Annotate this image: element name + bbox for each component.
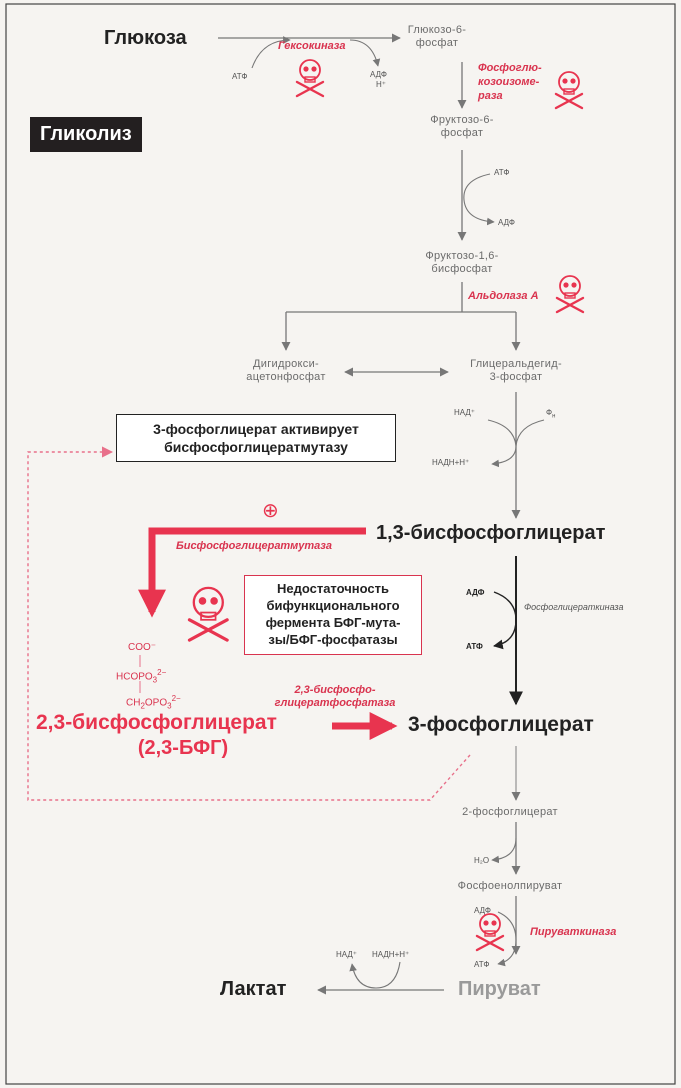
frame-border bbox=[5, 3, 676, 1085]
metabolite-g6p: Глюкозо-6- фосфат bbox=[407, 24, 467, 49]
structure-opo-mid: OPO bbox=[144, 697, 168, 709]
enzyme-hexokinase: Гексокиназа bbox=[278, 40, 346, 52]
skull-icon-4 bbox=[187, 586, 229, 642]
skull-icon-3 bbox=[555, 275, 585, 314]
pi-curve-in bbox=[515, 419, 545, 447]
deficiency-note-box: Недостаточность бифункционального фермен… bbox=[244, 575, 422, 655]
structure-hcopo-sup: 2− bbox=[157, 668, 167, 677]
atp-loop-in bbox=[251, 36, 291, 69]
enzyme-pgi: Фосфоглю- козоизоме- раза bbox=[478, 62, 542, 102]
cofactor-nad-2: НАД⁺ bbox=[336, 950, 358, 959]
structure-hcopo-sub: 3 bbox=[152, 675, 158, 685]
nadh-curve-out bbox=[491, 445, 517, 468]
activation-note-box: 3-фосфоглицерат активирует бисфосфоглице… bbox=[116, 414, 396, 463]
enzyme-pgk: Фосфоглицераткиназа bbox=[524, 602, 624, 612]
mutase-arrow bbox=[138, 527, 366, 618]
metabolite-pep: Фосфоенолпируват bbox=[457, 880, 563, 892]
metabolite-23bpg-abbr: (2,3-БФГ) bbox=[137, 737, 229, 759]
metabolite-23bpg: 2,3-бисфосфоглицерат bbox=[36, 711, 277, 734]
skull-icon-1 bbox=[295, 59, 325, 98]
structure-ch-sub: 2 bbox=[140, 701, 145, 711]
metabolite-glucose: Глюкоза bbox=[104, 27, 187, 49]
metabolite-f6p: Фруктозо-6- фосфат bbox=[430, 114, 494, 139]
cofactor-atp-1: АТФ bbox=[232, 72, 248, 81]
cofactor-nad-1: НАД⁺ bbox=[454, 408, 476, 417]
metabolite-lactate: Лактат bbox=[220, 978, 287, 1000]
structure-opo-sub: 3 bbox=[167, 701, 172, 711]
cofactor-hplus-1: Н⁺ bbox=[376, 80, 386, 89]
page-title: Гликолиз bbox=[30, 117, 142, 152]
cofactor-atp-2: АТФ bbox=[494, 168, 510, 177]
metabolite-dhap: Дигидрокси- ацетонфосфат bbox=[246, 358, 326, 383]
structure-opo-sup: 2− bbox=[171, 694, 181, 703]
cofactor-adp-2: АДФ bbox=[498, 218, 515, 227]
cofactor-nadh-2: НАДН+Н⁺ bbox=[372, 950, 410, 959]
structure-ch-base: CH bbox=[126, 697, 141, 709]
pi-sub: н bbox=[552, 413, 556, 420]
metabolite-3pg: 3-фосфоглицерат bbox=[408, 713, 594, 736]
enzyme-bpg-phosphatase: 2,3-бисфосфо- глицератфосфатаза bbox=[274, 684, 396, 710]
cofactor-adp-4: АДФ bbox=[474, 906, 491, 915]
metabolite-2pg: 2-фосфоглицерат bbox=[462, 806, 558, 818]
enzyme-bpg-mutase: Бисфосфоглицератмутаза bbox=[176, 540, 332, 552]
cofactor-h2o: Н₂О bbox=[474, 856, 490, 865]
enzyme-aldolase: Альдолаза А bbox=[468, 290, 539, 302]
nadh-nad-curve bbox=[349, 961, 401, 989]
structure-hcopo3: HCOPO32− bbox=[116, 668, 166, 685]
enzyme-pk: Пируваткиназа bbox=[530, 926, 617, 938]
feedback-dotted-arrow bbox=[27, 446, 471, 801]
pi-label: Ф bbox=[546, 408, 553, 417]
metabolite-f16bp: Фруктозо-1,6- бисфосфат bbox=[425, 250, 499, 275]
atp-adp-curve bbox=[463, 173, 495, 226]
cofactor-atp-4: АТФ bbox=[474, 960, 490, 969]
metabolite-13bpg: 1,3-бисфосфоглицерат bbox=[376, 522, 606, 544]
metabolite-gap: Глицеральдегид- 3-фосфат bbox=[470, 358, 562, 383]
metabolite-pyruvate: Пируват bbox=[458, 978, 541, 1000]
cofactor-adp-3: АДФ bbox=[466, 588, 485, 597]
structure-hcopo-base: HCOPO bbox=[116, 671, 153, 683]
pk-adp-atp-curve bbox=[497, 911, 517, 967]
cofactor-pi: Фн bbox=[546, 408, 555, 420]
cofactor-nadh-1: НАДН+Н⁺ bbox=[432, 458, 470, 467]
cofactor-atp-3: АТФ bbox=[466, 642, 483, 651]
structure-ch2opo3: CH2OPO32− bbox=[126, 694, 181, 711]
skull-icon-2 bbox=[554, 71, 584, 110]
nad-curve-in bbox=[487, 419, 517, 447]
structure-coo: COO⁻ bbox=[128, 642, 157, 653]
cofactor-adp-1: АДФ bbox=[370, 70, 387, 79]
skull-icon-5 bbox=[475, 913, 505, 952]
h2o-curve bbox=[491, 837, 517, 864]
adp-atp-curve bbox=[493, 591, 517, 650]
activation-plus-icon: ⊕ bbox=[262, 500, 279, 522]
adp-loop-out bbox=[349, 39, 381, 67]
